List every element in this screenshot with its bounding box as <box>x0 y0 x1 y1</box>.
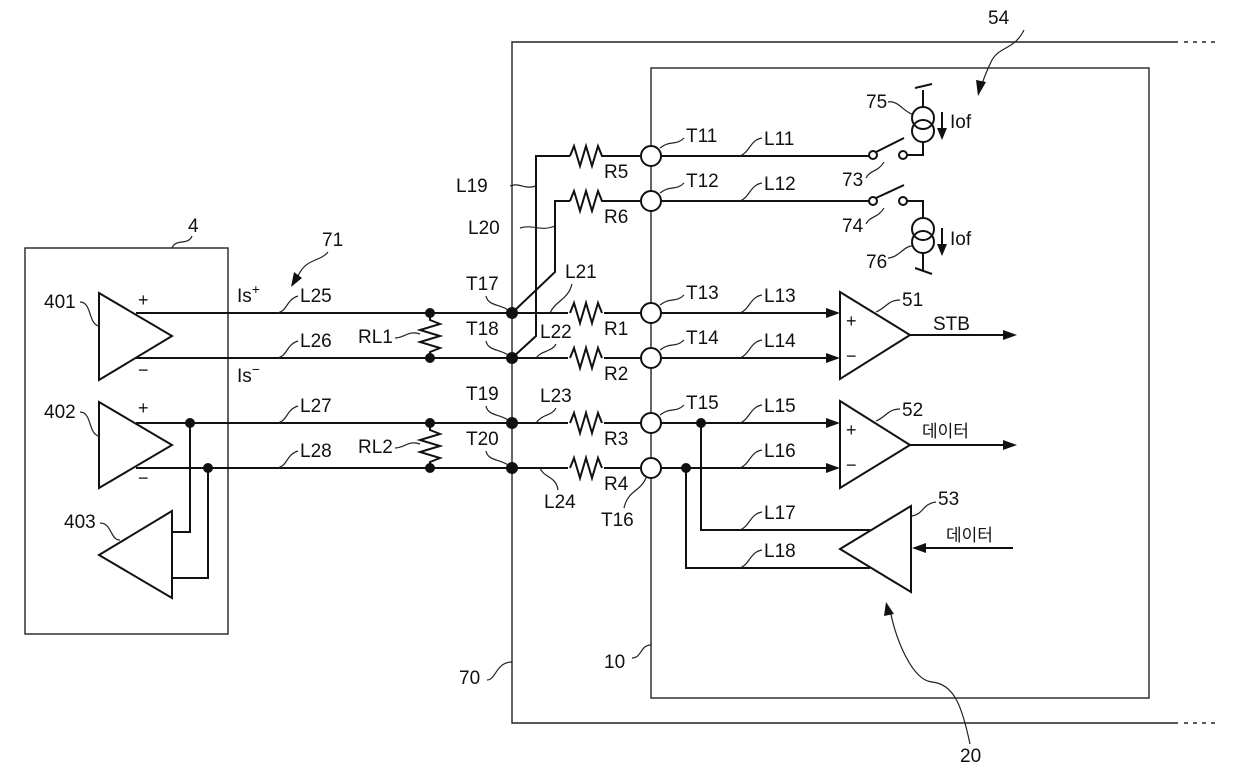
svg-text:T18: T18 <box>466 319 499 340</box>
signal-is-plus: Is+ <box>237 281 260 307</box>
line-labels-substrate: L11 L12 L13 L14 L15 L16 L17 L18 <box>740 129 796 568</box>
arrowhead-54 <box>976 80 986 96</box>
svg-text:L20: L20 <box>468 218 500 239</box>
svg-text:RL1: RL1 <box>358 327 393 348</box>
svg-text:T19: T19 <box>466 384 499 405</box>
arrowhead-20 <box>884 602 894 616</box>
junctions-T17-T20: T17 T18 T19 T20 <box>466 274 518 474</box>
svg-text:L24: L24 <box>544 492 576 513</box>
svg-text:R4: R4 <box>604 474 629 495</box>
junction-L16-L18 <box>681 463 691 473</box>
label-401: 401 <box>44 292 76 313</box>
signal-is-minus: Is− <box>237 361 260 387</box>
leader-70 <box>487 662 512 680</box>
switch-73: 73 <box>842 138 907 191</box>
svg-text:−: − <box>846 455 857 475</box>
svg-text:76: 76 <box>866 252 887 273</box>
amplifier-401: 401 + − <box>44 290 172 380</box>
svg-text:T15: T15 <box>686 393 719 414</box>
svg-text:L15: L15 <box>764 396 796 417</box>
svg-text:R6: R6 <box>604 207 628 228</box>
svg-text:+: + <box>846 420 857 440</box>
leader-10 <box>632 645 651 658</box>
svg-text:L12: L12 <box>764 174 796 195</box>
svg-text:73: 73 <box>842 170 863 191</box>
svg-text:T12: T12 <box>686 171 719 192</box>
switch-74: 74 <box>842 185 907 237</box>
svg-text:L22: L22 <box>540 322 572 343</box>
svg-text:L19: L19 <box>456 176 488 197</box>
svg-text:Iof: Iof <box>950 229 972 250</box>
svg-text:T13: T13 <box>686 283 719 304</box>
svg-text:T20: T20 <box>466 429 499 450</box>
svg-text:T17: T17 <box>466 274 499 295</box>
svg-text:75: 75 <box>866 92 887 113</box>
arrow-54 <box>982 30 1024 84</box>
svg-text:RL2: RL2 <box>358 437 393 458</box>
svg-text:L14: L14 <box>764 331 796 352</box>
label-receiver-circuit: 20 <box>960 746 981 767</box>
svg-text:51: 51 <box>902 290 923 311</box>
comparator-52: + − 52 데이터 <box>840 400 1017 488</box>
svg-text:53: 53 <box>938 489 959 510</box>
junction-L15-L17 <box>696 418 706 428</box>
label-substrate: 10 <box>604 652 625 673</box>
signal-data-out: 데이터 <box>922 422 969 442</box>
substrate-box <box>651 68 1149 698</box>
svg-text:74: 74 <box>842 216 864 237</box>
sign-plus-402: + <box>138 398 149 418</box>
sign-minus-402: − <box>138 468 149 488</box>
svg-text:L27: L27 <box>300 396 332 417</box>
svg-text:L13: L13 <box>764 286 796 307</box>
current-source-75: Iof 75 <box>866 84 972 155</box>
svg-text:L25: L25 <box>300 286 332 307</box>
svg-text:52: 52 <box>902 400 923 421</box>
svg-text:R1: R1 <box>604 319 628 340</box>
svg-text:T14: T14 <box>686 328 719 349</box>
driver-53: 53 데이터 <box>840 489 1013 592</box>
arrowhead-71 <box>291 272 302 287</box>
line-L20 <box>512 201 570 313</box>
svg-text:L16: L16 <box>764 441 796 462</box>
label-transmission-line: 71 <box>322 230 343 251</box>
svg-text:L26: L26 <box>300 331 332 352</box>
svg-text:Iof: Iof <box>950 112 972 133</box>
svg-text:T11: T11 <box>686 126 717 147</box>
label-402: 402 <box>44 402 76 423</box>
signal-data-in: 데이터 <box>946 526 993 546</box>
current-source-76: Iof 76 <box>866 201 972 274</box>
label-cable: 70 <box>459 668 480 689</box>
amplifier-403: 403 <box>64 418 213 598</box>
svg-text:+: + <box>846 311 857 331</box>
arrow-20 <box>890 610 970 744</box>
line-labels-L19-L20: L19 L20 <box>456 176 555 239</box>
arrow-71 <box>298 252 328 276</box>
svg-text:R2: R2 <box>604 364 628 385</box>
svg-text:R5: R5 <box>604 162 628 183</box>
sign-plus-401: + <box>138 290 149 310</box>
label-driver-block: 4 <box>188 216 199 237</box>
label-offset-circuit: 54 <box>988 8 1010 29</box>
leader-4 <box>172 236 192 248</box>
svg-text:L28: L28 <box>300 441 332 462</box>
arrowheads-inputs <box>826 308 840 473</box>
svg-text:L18: L18 <box>764 541 796 562</box>
load-resistor-RL1: RL1 <box>358 308 440 363</box>
svg-text:R3: R3 <box>604 429 628 450</box>
svg-text:T16: T16 <box>601 510 634 531</box>
svg-text:−: − <box>846 346 857 366</box>
signal-stb: STB <box>933 314 970 335</box>
amplifier-402: 402 + − <box>44 398 172 488</box>
sign-minus-401: − <box>138 360 149 380</box>
svg-text:L11: L11 <box>764 129 794 150</box>
load-resistor-RL2: RL2 <box>358 418 440 473</box>
comparator-51: + − 51 STB <box>840 290 1017 379</box>
svg-text:L17: L17 <box>764 503 796 524</box>
label-403: 403 <box>64 512 96 533</box>
svg-text:L23: L23 <box>540 386 572 407</box>
svg-text:L21: L21 <box>565 262 597 283</box>
